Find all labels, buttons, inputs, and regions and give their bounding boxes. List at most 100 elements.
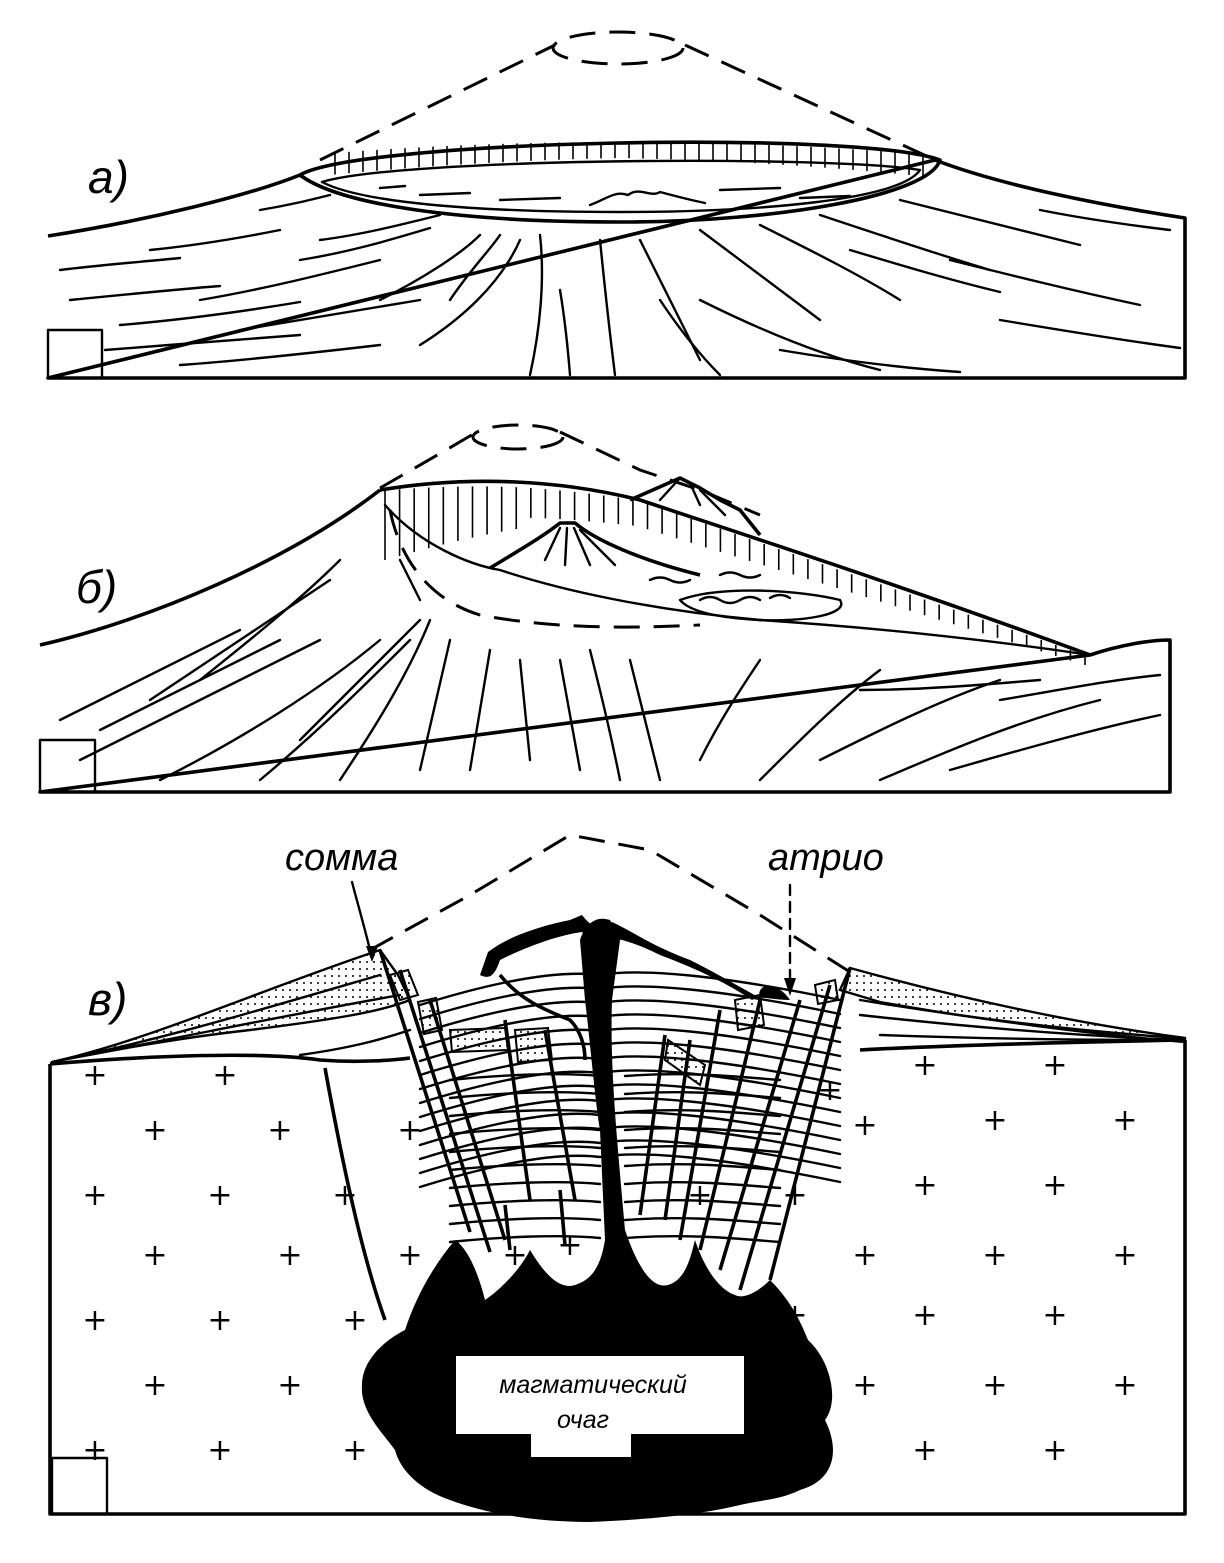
crater-fill-stratum	[448, 1144, 602, 1154]
panel-b-corner-square	[38, 738, 97, 794]
granite-cross: +	[82, 1303, 107, 1338]
flank-stratum	[878, 698, 1102, 782]
flank-stratum	[103, 333, 302, 352]
panel-b-central-cone-lines	[543, 526, 617, 567]
panel-a-former-crater	[551, 30, 685, 66]
granite-cross: +	[852, 1238, 877, 1273]
granite-cross: +	[82, 1433, 107, 1468]
granite-cross: +	[982, 1103, 1007, 1138]
panel-v-corner-square	[50, 1456, 109, 1516]
granite-cross: +	[687, 1178, 712, 1213]
granite-cross: +	[342, 1303, 367, 1338]
panel-a: а)	[46, 30, 1187, 380]
granite-cross: +	[852, 1108, 877, 1143]
flank-stratum	[78, 638, 322, 762]
panel-b-flank-strata	[58, 558, 1162, 782]
flank-stratum	[758, 223, 902, 302]
panel-a-intracaldera-island	[588, 190, 707, 207]
flank-stratum	[298, 618, 422, 742]
granite-cross: +	[397, 1113, 422, 1148]
crater-fill-stratum	[623, 1108, 782, 1118]
granite-cross: +	[207, 1178, 232, 1213]
granite-cross: +	[502, 1238, 527, 1273]
granite-cross: +	[1112, 1238, 1137, 1273]
flank-stratum	[338, 618, 432, 782]
panel-b-caldera-inner	[383, 503, 1092, 657]
label-somma: сомма	[285, 837, 398, 879]
granite-cross: +	[277, 1368, 302, 1403]
chamber-label-line1: магматический	[499, 1371, 687, 1399]
granite-cross: +	[142, 1368, 167, 1403]
chamber-label-line2: очаг	[557, 1406, 609, 1434]
crater-fill-stratum	[448, 1090, 602, 1100]
flank-stratum	[148, 578, 332, 702]
chamber-label-box	[454, 1354, 746, 1459]
panel-a-caldera-wall-hatch	[334, 142, 924, 177]
granite-cross: +	[912, 1433, 937, 1468]
panel-b-central-cone	[489, 521, 701, 577]
granite-cross: +	[912, 1048, 937, 1083]
granite-cross: +	[1112, 1368, 1137, 1403]
panel-b: б)	[38, 423, 1172, 794]
granite-cross: +	[912, 1298, 937, 1333]
label-atrio: атрио	[768, 837, 884, 879]
granite-cross: +	[852, 1368, 877, 1403]
granite-cross: +	[1042, 1298, 1067, 1333]
panel-b-lake	[678, 589, 843, 622]
granite-cross: +	[207, 1433, 232, 1468]
flank-stratum	[148, 228, 282, 252]
crater-fill-stratum	[448, 1180, 602, 1190]
flank-stratum	[628, 658, 662, 782]
flank-stratum	[518, 658, 532, 762]
panel-a-former-cone	[319, 43, 936, 162]
granite-cross: +	[557, 1228, 582, 1263]
flank-stratum	[448, 233, 502, 302]
granite-cross: +	[342, 1433, 367, 1468]
granite-cross: +	[1042, 1168, 1067, 1203]
granite-cross: +	[82, 1058, 107, 1093]
panel-b-caldera-rim	[379, 479, 1091, 657]
flank-stratum	[418, 638, 452, 772]
panel-v-dotted-layers	[388, 968, 840, 1087]
flank-stratum	[68, 284, 222, 302]
granite-cross: +	[1112, 1103, 1137, 1138]
panel-v-label: в)	[88, 973, 127, 1025]
panel-b-distant-peak	[629, 476, 762, 537]
granite-cross: +	[397, 1238, 422, 1273]
granite-cross: +	[82, 1178, 107, 1213]
granite-cross: +	[982, 1368, 1007, 1403]
granite-cross: +	[817, 1073, 842, 1108]
flank-stratum	[158, 638, 382, 782]
panel-b-caldera-wall-hatch	[384, 486, 1086, 665]
crater-fill-stratum	[448, 1072, 602, 1082]
flank-stratum	[898, 198, 1082, 247]
granite-cross: +	[212, 1058, 237, 1093]
crater-fill-stratum	[448, 1162, 602, 1172]
flank-stratum	[258, 638, 412, 782]
flank-stratum	[258, 193, 332, 212]
flank-stratum	[948, 258, 1142, 307]
panel-b-caldera-floor-dashed	[388, 509, 701, 629]
granite-cross: +	[782, 1298, 807, 1333]
flank-stratum	[118, 300, 302, 327]
crater-fill-stratum	[448, 1216, 602, 1226]
flank-stratum	[58, 256, 182, 272]
flank-stratum	[418, 238, 522, 347]
flank-stratum	[558, 658, 582, 772]
somma-stratum	[50, 973, 412, 1064]
flank-stratum	[238, 298, 422, 332]
flank-stratum	[698, 228, 822, 322]
panel-v-former-cone	[369, 833, 851, 974]
granite-cross: +	[142, 1238, 167, 1273]
flank-stratum	[698, 298, 882, 372]
granite-cross: +	[207, 1303, 232, 1338]
granite-cross: +	[912, 1168, 937, 1203]
crater-fill-stratum	[623, 1162, 782, 1172]
panel-v: в) сомма атрио	[48, 833, 1187, 1522]
flank-stratum	[778, 348, 962, 374]
flank-stratum	[998, 318, 1182, 350]
flank-stratum	[948, 713, 1162, 772]
panel-a-corner-square	[46, 328, 104, 380]
panel-b-former-crater	[471, 423, 565, 451]
flank-stratum	[1038, 208, 1172, 232]
